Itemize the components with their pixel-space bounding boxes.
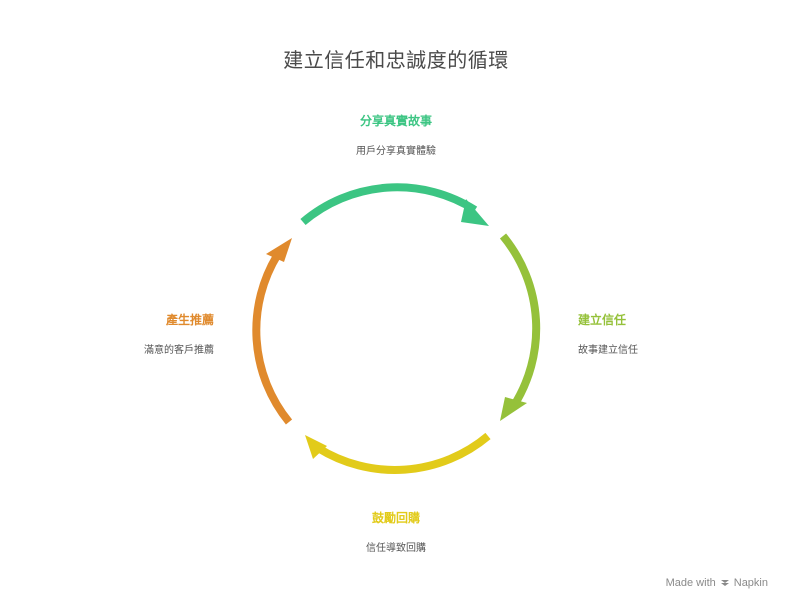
step-build-trust: 建立信任 故事建立信任 — [578, 311, 638, 356]
napkin-logo-icon — [720, 580, 729, 586]
arc-generate-referrals — [252, 251, 293, 425]
step-encourage-repurchase: 鼓勵回購 信任導致回購 — [296, 509, 496, 554]
made-with-napkin-footer[interactable]: Made with Napkin — [666, 577, 768, 589]
arrowhead-encourage-repurchase — [305, 435, 327, 459]
arrowhead-build-trust — [500, 397, 527, 421]
step-title: 產生推薦 — [165, 313, 214, 327]
step-generate-referrals: 產生推薦 滿意的客戶推薦 — [80, 311, 214, 356]
arrowhead-generate-referrals — [266, 238, 292, 262]
diagram-title: 建立信任和忠誠度的循環 — [283, 48, 509, 72]
step-title: 鼓勵回購 — [371, 511, 420, 525]
arc-share-stories — [300, 183, 478, 226]
step-title: 分享真實故事 — [359, 114, 432, 128]
step-description: 信任導致回購 — [366, 543, 426, 554]
step-description: 滿意的客戶推薦 — [144, 345, 214, 356]
arc-build-trust — [499, 233, 541, 410]
step-share-stories: 分享真實故事 用戶分享真實體驗 — [296, 112, 496, 157]
step-title: 建立信任 — [578, 313, 627, 327]
napkin-brand-label: Napkin — [733, 577, 768, 589]
arrowhead-share-stories — [461, 199, 489, 226]
made-with-label: Made with — [665, 577, 716, 589]
step-description: 故事建立信任 — [578, 345, 638, 356]
step-description: 用戶分享真實體驗 — [356, 146, 436, 157]
arc-encourage-repurchase — [315, 432, 491, 474]
